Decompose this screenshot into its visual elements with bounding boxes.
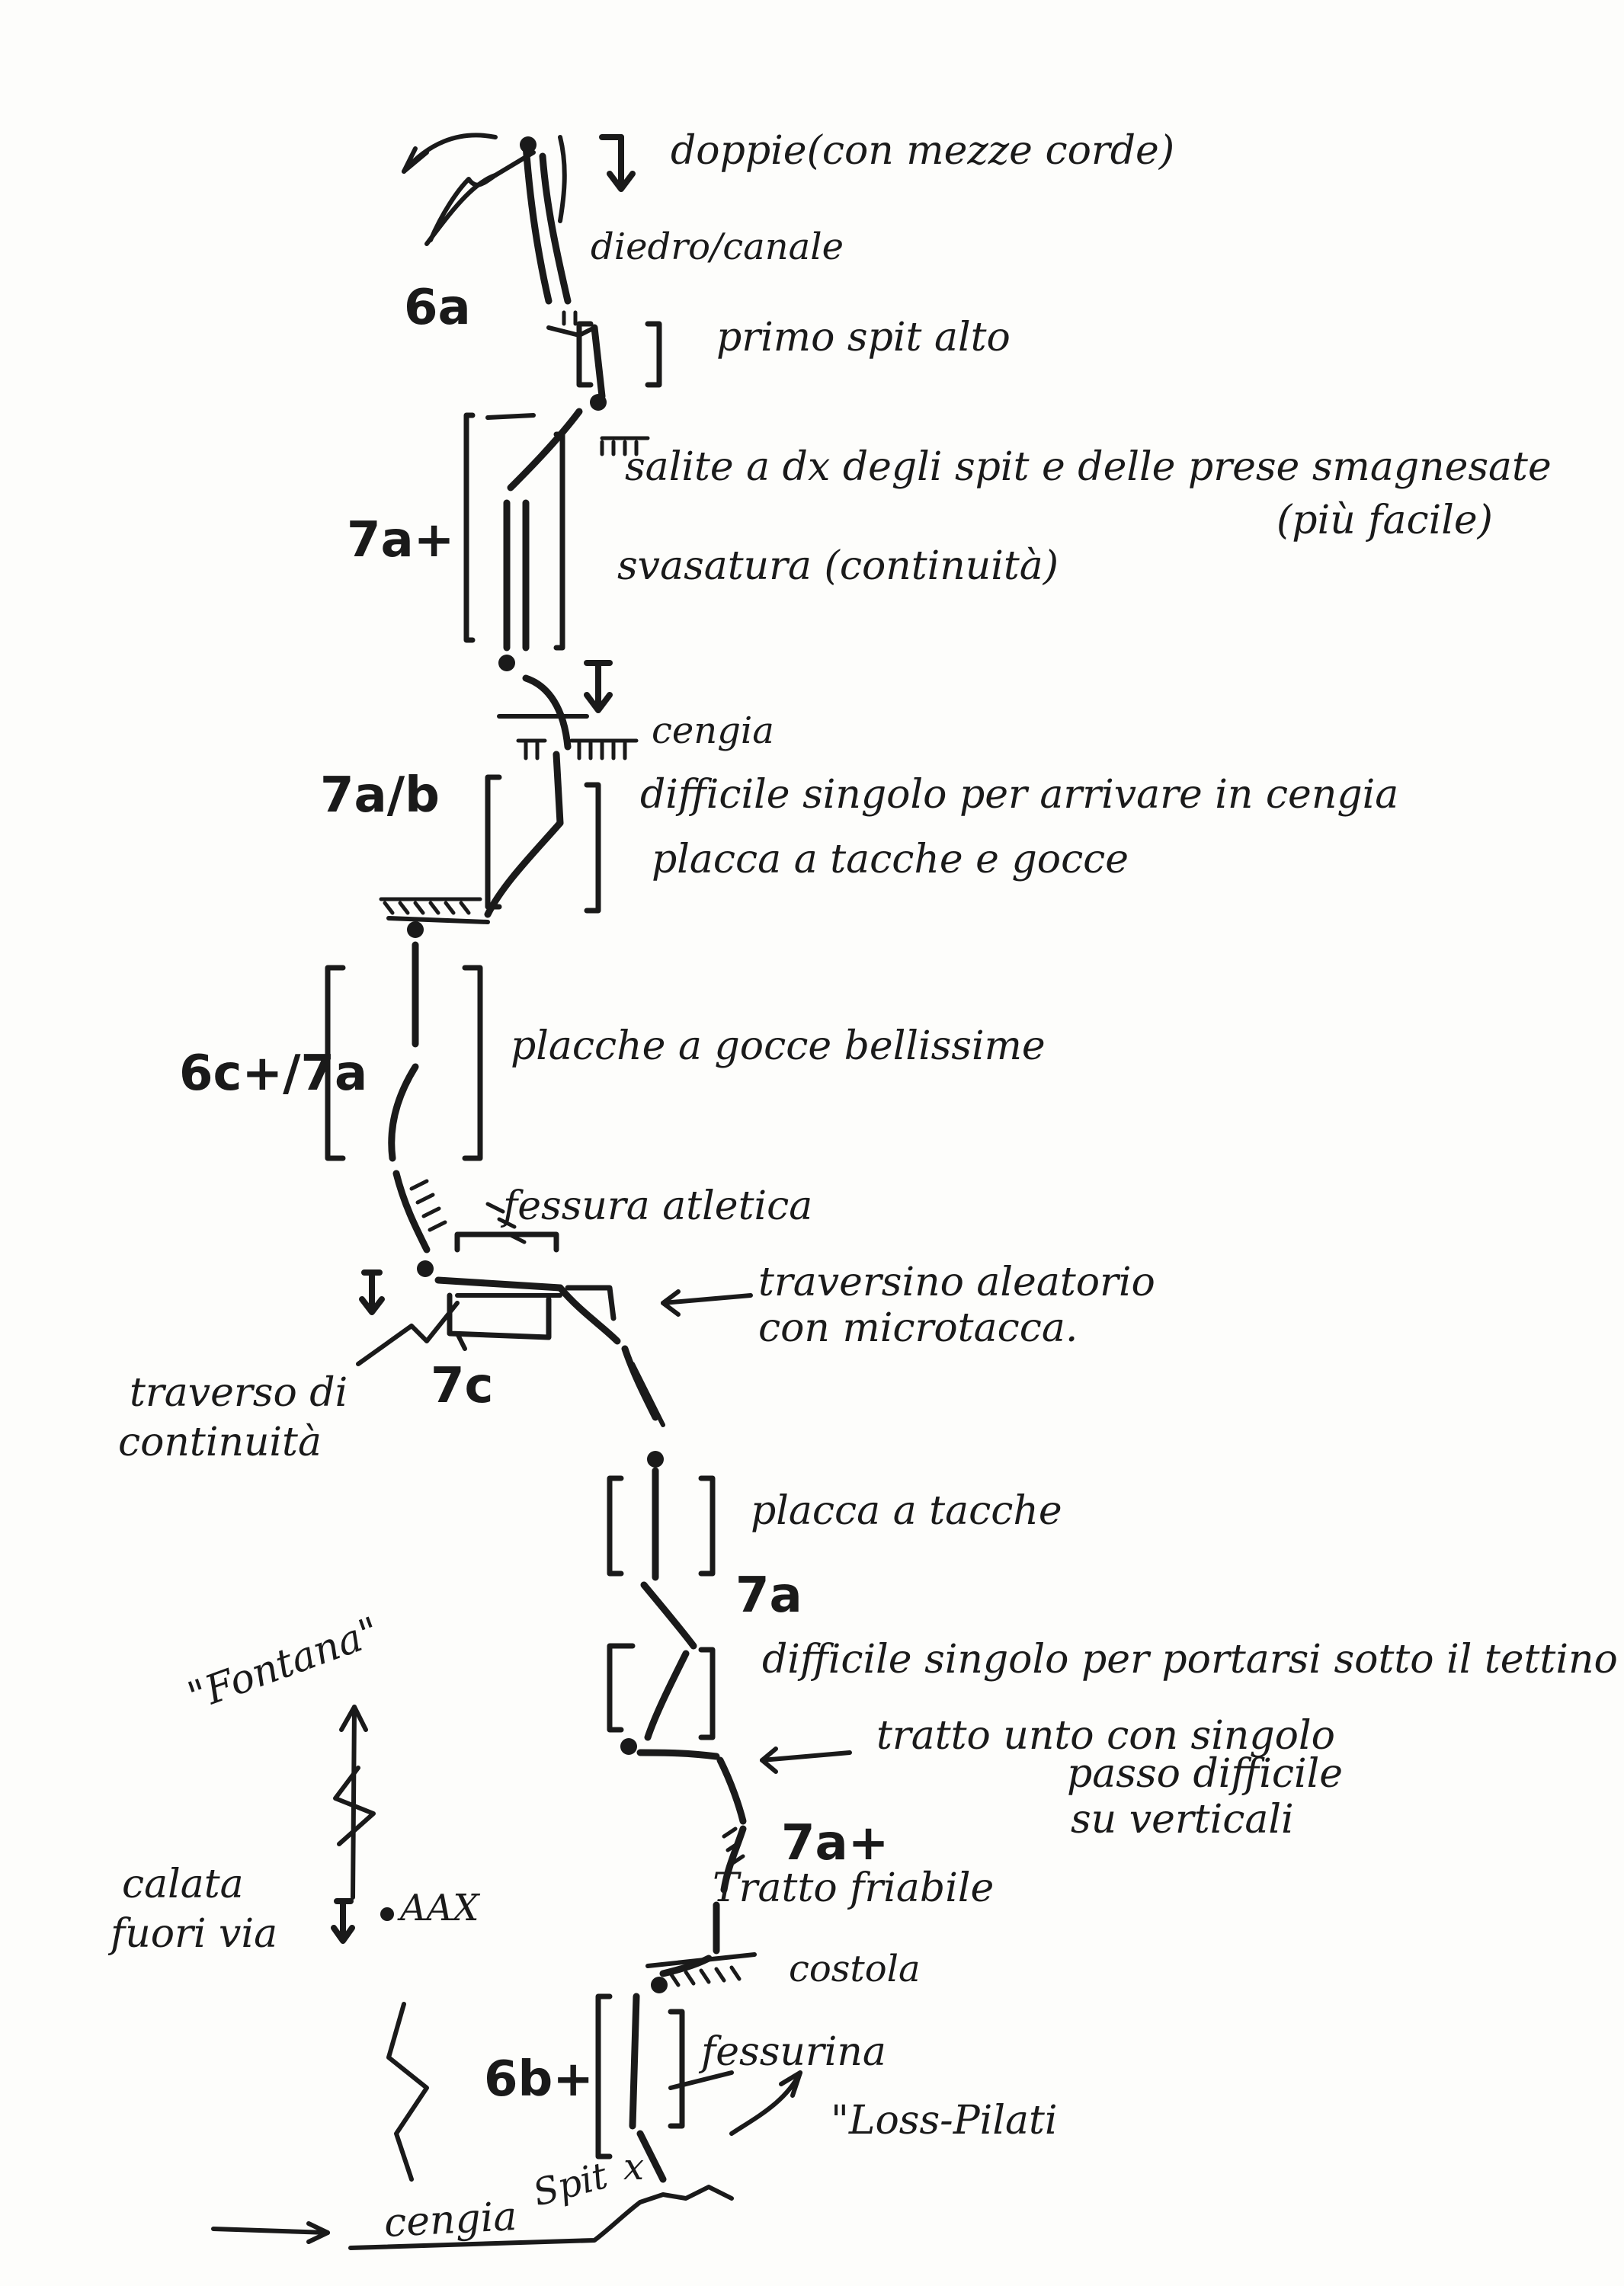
rappel-arrows xyxy=(331,134,636,1944)
belay-station xyxy=(620,1738,637,1755)
ledge-hatching xyxy=(379,310,745,1987)
label-aax: AAX xyxy=(397,1887,480,1929)
note-placca-tacche: placca a tacche xyxy=(751,1488,1062,1534)
grade-pitch-2: 7a+ xyxy=(347,512,454,568)
belay-station xyxy=(417,1260,434,1277)
belay-station xyxy=(407,921,424,938)
route-line xyxy=(388,141,747,2183)
note-fessurina: fessurina xyxy=(698,2029,886,2075)
note-primo-spit: primo spit alto xyxy=(716,315,1011,360)
grade-pitch-7: 7a+ xyxy=(781,1815,889,1871)
label-loss-pilati: "Loss-Pilati xyxy=(831,2098,1057,2144)
grade-pitch-4: 6c+/7a xyxy=(179,1045,367,1102)
note-difficile-tettino: difficile singolo per portarsi sotto il … xyxy=(762,1637,1618,1682)
note-tratto-friabile: Tratto friabile xyxy=(713,1865,994,1911)
pitch-brackets xyxy=(325,321,716,2160)
label-fontana: "Fontana" xyxy=(182,1609,386,1720)
grade-pitch-6: 7a xyxy=(735,1567,802,1624)
label-spit: Spit xyxy=(529,2154,613,2215)
note-piu-facile: (più facile) xyxy=(1276,498,1493,543)
note-traversino: traversino aleatorio xyxy=(758,1260,1155,1305)
note-microtacca: con microtacca. xyxy=(758,1305,1078,1351)
note-doppie: doppie(con mezze corde) xyxy=(671,128,1174,174)
label-spit-mark: x xyxy=(623,2146,644,2188)
note-placche-gocce: placche a gocce bellissime xyxy=(511,1023,1046,1069)
belay-station xyxy=(498,655,515,671)
note-continuita: continuità xyxy=(118,1420,322,1465)
note-costola: costola xyxy=(789,1948,921,1990)
label-cengia-base: cengia xyxy=(383,2194,518,2246)
note-fessura-atletica: fessura atletica xyxy=(500,1183,812,1229)
label-fuori-via: fuori via xyxy=(107,1911,277,1957)
belay-station xyxy=(380,1907,394,1921)
note-tratto-unto: tratto unto con singolo xyxy=(876,1713,1335,1759)
note-traverso: traverso di xyxy=(130,1370,348,1416)
label-calata: calata xyxy=(122,1862,244,1907)
belay-station xyxy=(590,394,607,411)
grade-pitch-8: 6b+ xyxy=(484,2051,594,2108)
note-passo-difficile: passo difficile xyxy=(1067,1751,1343,1797)
belay-stations xyxy=(380,136,668,1993)
note-difficile-cengia: difficile singolo per arrivare in cengia xyxy=(640,772,1398,818)
grade-pitch-1: 6a xyxy=(404,280,471,336)
note-diedro: diedro/canale xyxy=(591,226,844,268)
grade-pitch-3: 7a/b xyxy=(320,767,440,824)
note-cengia: cengia xyxy=(652,709,774,752)
belay-station xyxy=(647,1451,664,1468)
note-svasatura: svasatura (continuità) xyxy=(617,543,1059,589)
note-salite: salite a dx degli spit e delle prese sma… xyxy=(625,444,1552,490)
grade-pitch-5: 7c xyxy=(431,1358,493,1414)
note-placca-tacche-gocce: placca a tacche e gocce xyxy=(652,837,1129,882)
belay-station xyxy=(520,136,537,153)
note-su-verticali: su verticali xyxy=(1071,1797,1294,1843)
rock-features xyxy=(211,133,852,2250)
belay-station xyxy=(651,1977,668,1993)
